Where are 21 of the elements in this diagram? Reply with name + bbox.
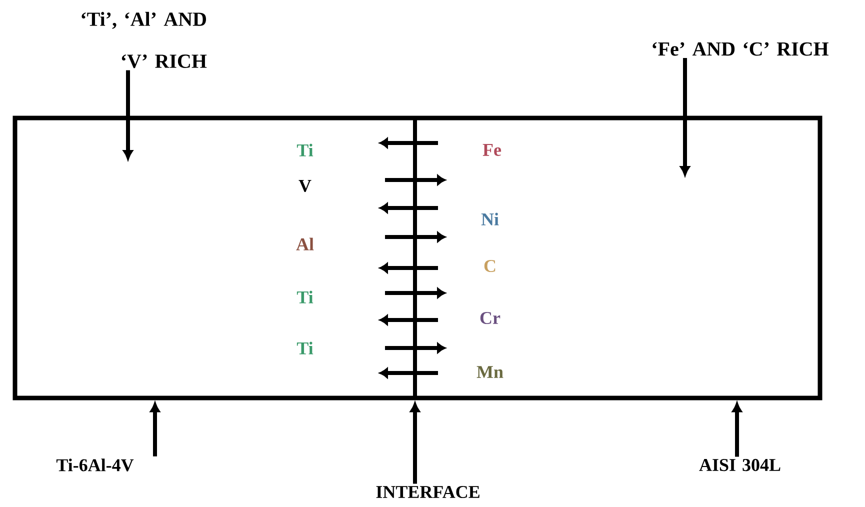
element-label: Ti (296, 342, 314, 354)
element-label: Mn (476, 366, 504, 378)
element-label: Fe (482, 144, 502, 156)
element-label: Ni (481, 212, 499, 226)
caption-text: ‘Ti’, ‘Al’ AND ‘V’ RICH (82, 12, 207, 68)
element-label: Cr (480, 312, 500, 324)
caption-text: AISI 304L (699, 458, 780, 472)
element-label: V (298, 180, 312, 192)
caption-text: Ti-6Al-4V (56, 458, 134, 472)
element-label: C (484, 260, 496, 272)
element-label: Al (296, 238, 314, 250)
sample-box (12, 116, 822, 400)
arrow (410, 402, 420, 484)
arrow (680, 58, 690, 176)
caption-text: ‘Fe’ AND ‘C’ RICH (652, 42, 828, 56)
element-label: Ti (296, 290, 314, 304)
arrow (150, 402, 160, 456)
element-label: Ti (296, 144, 314, 156)
arrow (123, 70, 133, 160)
arrow (732, 402, 742, 457)
caption-text: INTERFACE (376, 486, 480, 498)
